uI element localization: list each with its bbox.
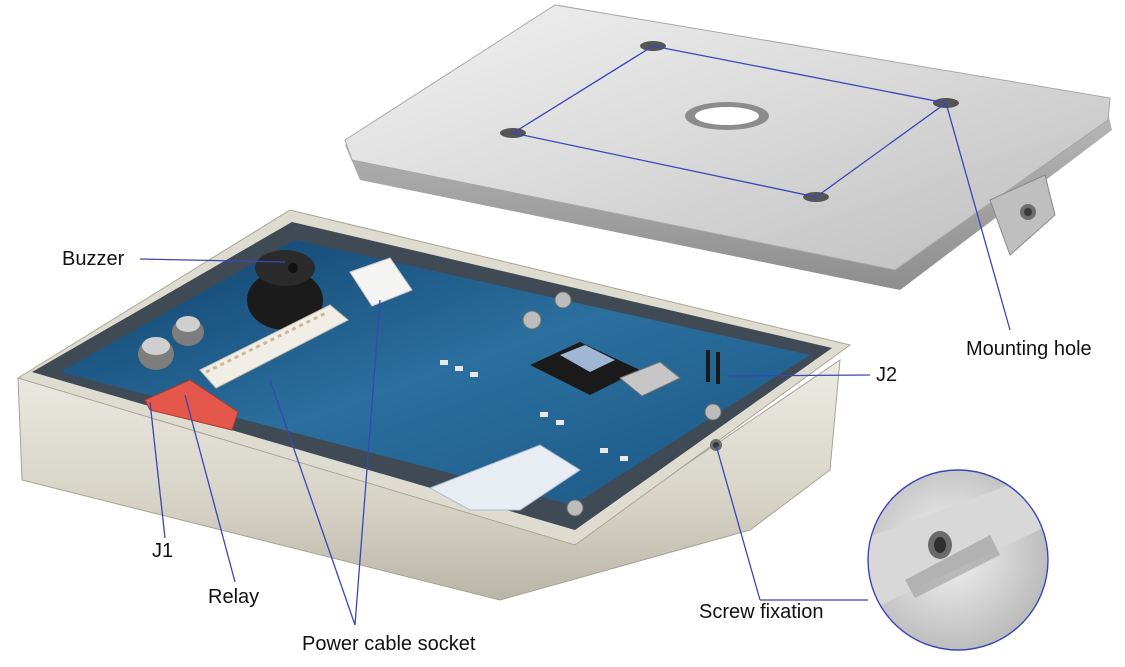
label-power-cable-socket: Power cable socket [302,633,476,655]
label-screw-fixation: Screw fixation [699,601,824,623]
controller-box [16,209,852,601]
mounting-plate [344,4,1112,290]
label-buzzer: Buzzer [62,248,125,270]
label-relay: Relay [208,586,260,608]
power-cable-socket-component [199,304,349,389]
label-mounting-hole: Mounting hole [966,338,1092,360]
buzzer-component [247,270,323,330]
pcb-board [60,240,810,505]
leader-lines [139,45,1011,626]
screw-zoom-detail [867,469,1049,651]
label-j2: J2 [876,364,898,386]
label-j1: J1 [152,540,174,562]
relay-component [144,379,239,431]
j2-header [706,350,710,382]
